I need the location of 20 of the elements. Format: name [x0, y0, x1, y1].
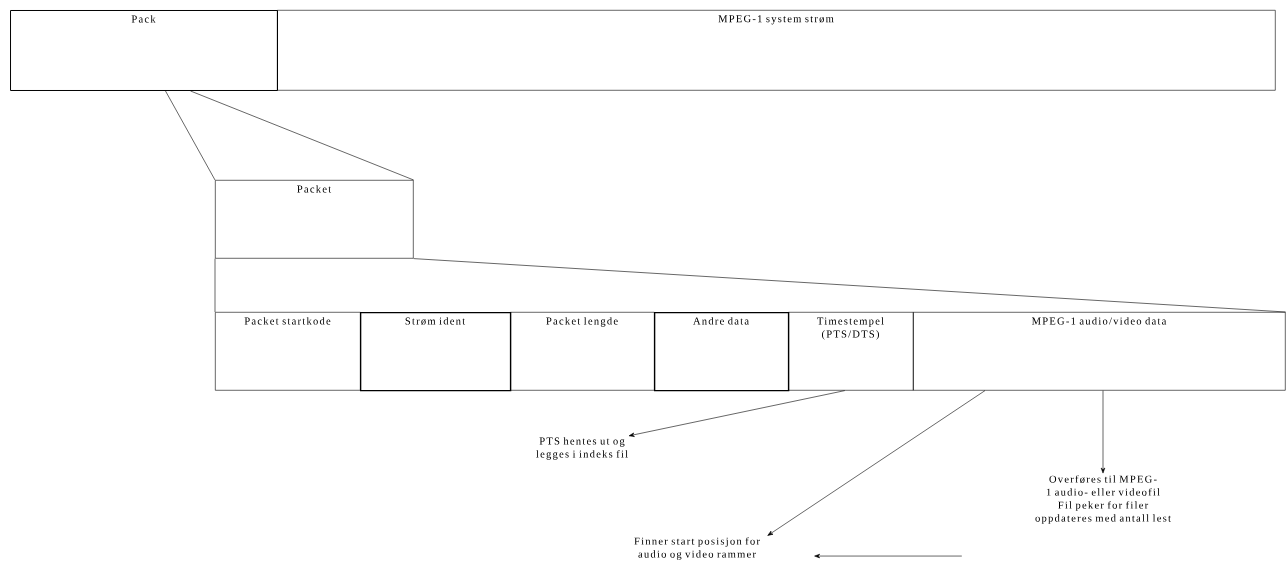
note-text: Finner start posisjon for audio og video rammer — [634, 537, 760, 560]
block-box: Andre data — [654, 312, 790, 392]
block-box: Timestempel (PTS/DTS) — [788, 312, 914, 391]
block-box: MPEG-1 system strøm — [277, 10, 1276, 91]
block-box: Packet startkode — [215, 312, 361, 391]
block-box: Pack — [10, 10, 278, 91]
block-box: Packet lengde — [510, 312, 655, 391]
arrow — [1100, 390, 1106, 474]
arrow — [628, 390, 846, 437]
zoom-line — [165, 90, 216, 181]
note-text: PTS hentes ut og legges i indeks fil — [536, 437, 628, 460]
block-box: Strøm ident — [360, 312, 512, 392]
block-box: Packet — [215, 180, 414, 259]
note-text: Overføres til MPEG-1 audio- eller videofil Fil peker for filer oppdateres med antall lest — [1035, 475, 1171, 524]
zoom-line — [413, 258, 1286, 313]
arrow — [814, 553, 963, 559]
block-box: MPEG-1 audio/video data — [913, 312, 1286, 391]
arrow — [767, 390, 986, 536]
zoom-line — [214, 258, 216, 313]
zoom-line — [190, 90, 414, 181]
